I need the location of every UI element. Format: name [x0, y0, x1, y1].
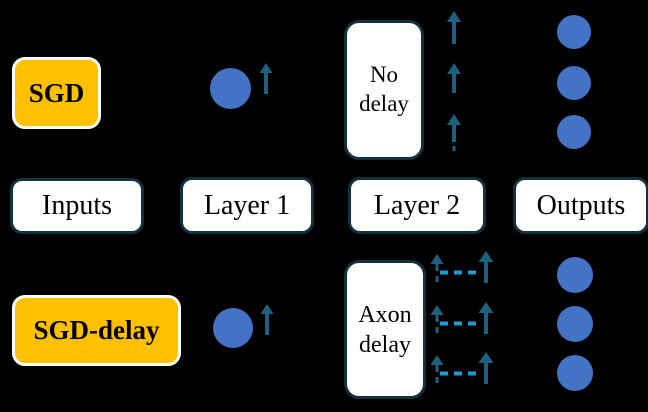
output-neuron-circle [557, 115, 591, 149]
up-arrow-icon [259, 63, 273, 99]
sgd-delay-badge: SGD-delay [12, 295, 181, 366]
output-neuron-circle [557, 15, 591, 49]
no-delay-line2: delay [359, 91, 409, 116]
sgd-badge-label: SGD [28, 77, 85, 108]
delayed-arrow-pair-icon [430, 301, 494, 340]
up-arrow-icon [446, 11, 462, 49]
output-neuron-circle [557, 306, 593, 342]
output-neuron-circle [557, 257, 593, 293]
output-neuron-circle [557, 355, 593, 391]
delayed-arrow-pair-icon [430, 351, 494, 390]
layer1-neuron-circle [210, 68, 251, 109]
up-arrow-icon [446, 63, 462, 98]
inputs-label: Inputs [42, 190, 112, 221]
up-arrow-icon [260, 304, 274, 340]
no-delay-box: No delay [344, 20, 424, 160]
output-neuron-circle [557, 66, 591, 100]
layer2-label: Layer 2 [373, 189, 461, 221]
inputs-box: Inputs [10, 178, 144, 234]
axon-delay-line2: delay [359, 331, 411, 358]
layer2-box: Layer 2 [348, 177, 486, 234]
no-delay-line1: No [369, 62, 399, 88]
layer1-neuron-circle [213, 308, 253, 348]
up-arrow-dashed-icon [446, 112, 462, 157]
layer1-label: Layer 1 [203, 189, 291, 221]
axon-delay-line1: Axon [358, 301, 412, 328]
sgd-badge: SGD [12, 57, 101, 129]
axon-delay-box: Axon delay [344, 260, 426, 399]
sgd-delay-badge-label: SGD-delay [33, 315, 160, 345]
outputs-box: Outputs [513, 177, 648, 234]
layer1-box: Layer 1 [180, 177, 314, 234]
delayed-arrow-pair-icon [430, 250, 494, 289]
outputs-label: Outputs [536, 189, 626, 221]
